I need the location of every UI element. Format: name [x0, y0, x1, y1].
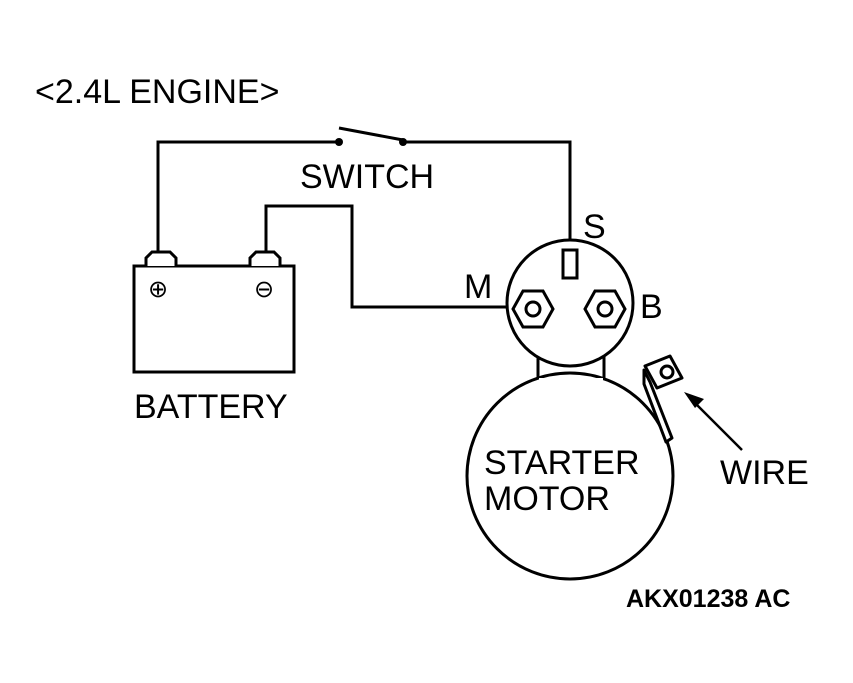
switch-contact-left: [335, 138, 343, 146]
battery: ⊕ ⊖: [132, 250, 296, 374]
battery-positive-symbol: ⊕: [148, 276, 168, 303]
starter-solenoid: [505, 238, 635, 382]
switch-label: SWITCH: [300, 158, 434, 196]
solenoid-body: [505, 238, 635, 368]
diagram-title: <2.4L ENGINE>: [35, 73, 279, 111]
wire-pointer-line: [693, 401, 743, 451]
m-terminal-nut: [511, 289, 555, 329]
starter-motor-body: [465, 371, 675, 581]
terminal-m-label: M: [464, 268, 492, 306]
battery-positive-post: [144, 250, 178, 266]
switch-blade: [338, 126, 404, 142]
battery-body: [132, 264, 296, 374]
wire-battery-negative-to-m-terminal: [264, 204, 512, 309]
starter-motor-label-line2: MOTOR: [484, 480, 610, 518]
s-terminal: [561, 248, 579, 280]
ground-wire-strap: [642, 354, 684, 444]
wire-switch-to-s-terminal: [403, 140, 572, 250]
starter-motor-label-line1: STARTER: [484, 444, 640, 482]
battery-negative-symbol: ⊖: [254, 276, 274, 303]
wire-battery-positive-to-switch: [156, 140, 336, 252]
wire-pointer-arrowhead: [684, 392, 704, 408]
terminal-s-label: S: [583, 208, 606, 246]
wire-label: WIRE: [720, 454, 809, 492]
figure-code: AKX01238 AC: [626, 585, 790, 613]
battery-label: BATTERY: [134, 388, 288, 426]
terminal-b-label: B: [640, 288, 663, 326]
battery-negative-post: [248, 250, 282, 266]
b-terminal-nut: [583, 289, 627, 329]
